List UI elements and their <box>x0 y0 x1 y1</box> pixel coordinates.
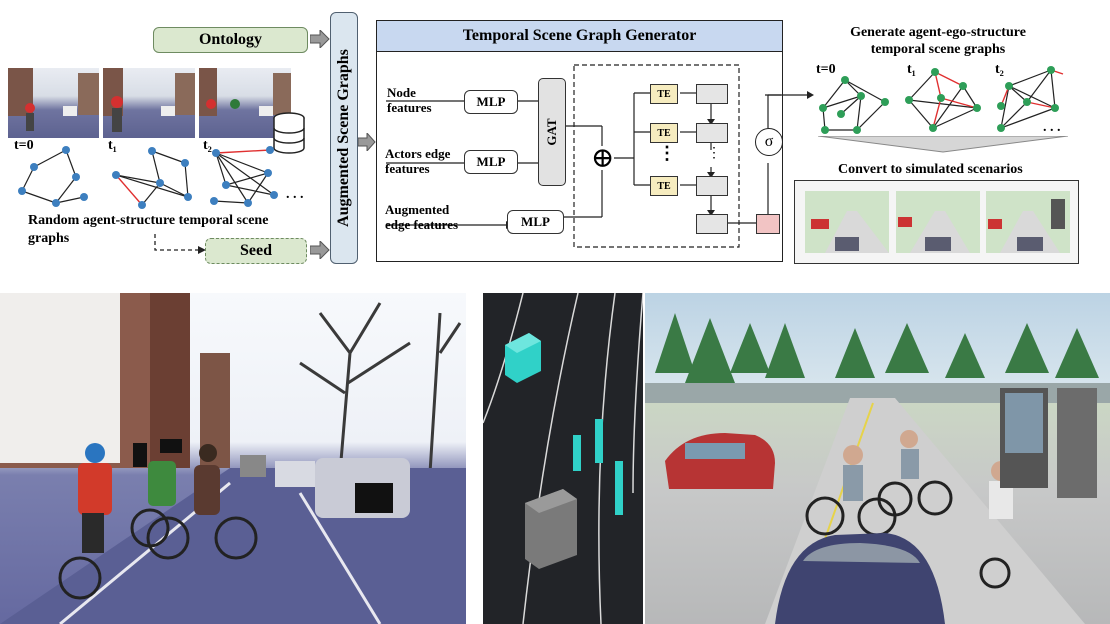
te-block-1: TE <box>650 84 678 104</box>
convert-label: Convert to simulated scenarios <box>838 162 1023 177</box>
ontology-label: Ontology <box>198 31 263 48</box>
gray-block-2 <box>696 123 728 143</box>
mlp-actors-edge: MLP <box>464 150 518 174</box>
generator-title: Temporal Scene Graph Generator <box>377 21 782 52</box>
gray-block-3 <box>696 176 728 196</box>
gray-block-1 <box>696 84 728 104</box>
te-block-3: TE <box>650 176 678 196</box>
right-time-t0: t=0 <box>816 62 836 77</box>
simulated-scene <box>645 293 1110 624</box>
seed-box: Seed <box>205 238 307 264</box>
mlp-node: MLP <box>464 90 518 114</box>
ego-graph-t2 <box>997 66 1064 132</box>
augmented-scene-graphs-bar: Augmented Scene Graphs <box>330 12 358 264</box>
random-graph-t0 <box>18 146 88 207</box>
arrow-seed-icon <box>310 241 330 259</box>
box-vdots: ⋮ <box>707 146 721 161</box>
right-title: Generate agent-ego-structure temporal sc… <box>818 24 1058 58</box>
ego-graph-t1 <box>905 68 981 132</box>
left-ellipsis: . . . <box>286 187 304 202</box>
left-caption: Random agent-structure temporal scene gr… <box>28 213 269 246</box>
input-augmented-line2: edge features <box>385 217 459 232</box>
input-node-line2: features <box>387 100 432 115</box>
simulated-street-scene <box>645 313 1110 624</box>
generator-connections <box>386 64 781 248</box>
random-graph-t2 <box>210 146 278 207</box>
right-time-t1: t₁ <box>907 62 916 77</box>
concat-plus-icon: ⊕ <box>591 143 615 174</box>
gat-block: GAT <box>538 78 566 186</box>
convert-chevron <box>818 136 1068 153</box>
input-augmented-edge-features: Augmented edge features <box>385 202 458 232</box>
te-vdots: ⋮ <box>658 143 676 163</box>
ego-graph-t0 <box>819 76 889 134</box>
left-time-t1: t₁ <box>108 138 117 153</box>
street-photo-t0 <box>8 68 99 138</box>
arrow-ontology-icon <box>310 30 330 48</box>
sigma-node: σ <box>755 128 783 156</box>
right-title-line2: temporal scene graphs <box>870 42 1006 57</box>
street-photo-t2 <box>199 68 291 138</box>
input-actors-line2: features <box>385 161 430 176</box>
right-title-line1: Generate agent-ego-structure <box>850 25 1026 40</box>
arrow-to-output <box>765 91 814 99</box>
random-graph-t1 <box>112 147 192 209</box>
gat-label: GAT <box>544 118 559 146</box>
input-actors-line1: Actors edge <box>385 146 451 161</box>
left-time-t2: t₂ <box>203 138 212 153</box>
simulated-scenarios-strip <box>794 180 1079 264</box>
input-actors-edge-features: Actors edge features <box>385 146 450 176</box>
input-node-line1: Node <box>387 85 416 100</box>
bev-scene <box>483 293 643 624</box>
real-street-photo <box>0 293 466 624</box>
right-ellipsis: . . . <box>1043 120 1061 135</box>
sigma-label: σ <box>764 133 774 150</box>
gray-block-4 <box>696 214 728 234</box>
dashed-arrow-seed <box>154 234 206 254</box>
arrow-augmented-icon <box>358 133 376 151</box>
ontology-box: Ontology <box>153 27 308 53</box>
augmented-label: Augmented Scene Graphs <box>335 49 352 227</box>
left-time-t0: t=0 <box>14 138 34 153</box>
input-node-features: Node features <box>387 85 432 115</box>
sim-thumbs <box>805 191 1070 253</box>
right-time-t2: t₂ <box>995 62 1004 77</box>
seed-label: Seed <box>240 242 272 259</box>
output-block <box>756 214 780 234</box>
input-augmented-line1: Augmented <box>385 202 450 217</box>
database-icon <box>273 112 305 154</box>
mlp-augmented-edge: MLP <box>507 210 564 234</box>
te-block-2: TE <box>650 123 678 143</box>
real-street-scene <box>0 293 466 624</box>
bev-render <box>483 293 643 624</box>
street-photo-t1 <box>103 68 195 138</box>
